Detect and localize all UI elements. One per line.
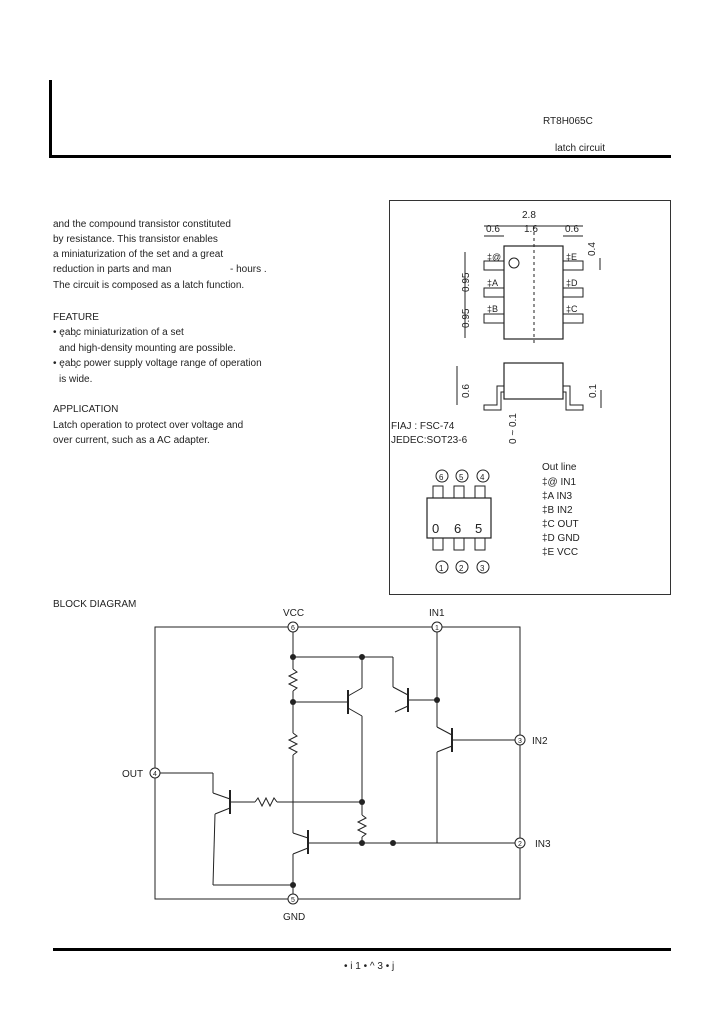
out-label: OUT [122,769,143,780]
lead-left-3 [483,313,505,324]
block-diagram: 6 1 3 2 4 5 VCC IN1 IN2 IN3 OUT GND [122,608,551,923]
resistor [287,668,299,692]
description-line: and the compound transistor constituted [53,219,231,230]
subtitle: latch circuit [555,143,606,154]
outline-pin: ‡B IN2 [542,505,573,516]
marking-char: 6 [454,521,461,536]
footer-rule [53,948,671,951]
description-line: - hours . [230,264,267,275]
application-line: over current, such as a AC adapter. [53,435,210,446]
side-lead-right [563,385,584,411]
in3-pin-number: 2 [518,841,522,848]
dim-standoff: 0 ~ 0.1 [508,413,519,444]
feature-line: is wide. [59,374,93,385]
pin-circle-num: 3 [480,564,485,573]
pin1-marker [508,257,520,269]
side-lead-left [483,385,504,411]
description-line: reduction in parts and man [53,264,172,275]
vcc-label: VCC [283,608,304,619]
outline-pin: ‡A IN3 [542,491,572,502]
out-pin-number: 4 [153,771,157,778]
lead-right-1 [562,260,584,271]
in2-pin [514,734,526,746]
application-line: Latch operation to protect over voltage … [53,420,244,431]
outline-pin: ‡C OUT [542,519,579,530]
pin-circle-num: 4 [480,473,485,482]
dim-left: 0.6 [486,224,500,235]
in3-pin [514,837,526,849]
pin-circle-num: 6 [439,473,444,482]
in3-label: IN3 [535,839,551,850]
feature-heading: FEATURE [53,312,99,323]
pin-label-right-3: ‡C [566,304,578,314]
dim-right: 0.6 [565,224,579,235]
block-frame [154,626,521,900]
package-body-side [503,362,564,400]
feature-line: • ȩab̧c miniaturization of a set [53,327,184,338]
dim-height: 0.6 [461,384,472,398]
pin-circle-num: 5 [459,473,464,482]
dim-total-width: 2.8 [522,210,536,221]
resistor [356,814,368,838]
block-diagram-title: BLOCK DIAGRAM [53,599,137,610]
description-line: a miniaturization of the set and a great [53,249,224,260]
resistor [254,796,278,808]
feature-line: • ȩab̧c power supply voltage range of o… [53,358,262,369]
outline-pin: ‡@ IN1 [542,477,576,488]
in2-pin-number: 3 [518,738,522,745]
dim-lead-thk: 0.1 [588,384,599,398]
package-drawing: 2.8 0.6 1.6 0.6 0.4 0.95 0.95 0.6 0.1 0 … [391,210,602,574]
lead-right-3 [562,313,584,324]
vcc-pin-number: 6 [291,625,295,632]
gnd-label: GND [283,912,305,923]
part-number: RT8H065C [543,116,593,127]
standard-jedec: JEDEC:SOT23-6 [391,435,468,446]
outline-title: Out line [542,462,577,473]
out-pin [149,767,161,779]
dim-center: 1.6 [524,224,538,235]
description-line: The circuit is composed as a latch funct… [53,280,245,291]
marking-char: 0 [432,521,439,536]
pin-label-left-3: ‡B [487,304,498,314]
in2-label: IN2 [532,736,548,747]
outline-pin: ‡D GND [542,533,580,544]
pin-label-right-1: ‡E [566,252,577,262]
feature-line: and high-density mounting are possible. [59,343,236,354]
in1-label: IN1 [429,608,445,619]
resistor [287,732,299,756]
pin-label-left-1: ‡@ [487,252,501,262]
in1-pin [431,621,443,633]
in1-pin-number: 1 [435,625,439,632]
application-heading: APPLICATION [53,404,119,415]
lead-left-2 [483,287,505,298]
pin-label-right-2: ‡D [566,278,578,288]
package-drawing-frame [389,200,671,595]
description-line: by resistance. This transistor enables [53,234,218,245]
outline-pin: ‡E VCC [542,547,578,558]
lead-right-2 [562,287,584,298]
pin-circle-num: 1 [439,564,444,573]
gnd-pin-number: 5 [291,897,295,904]
pin-circle-num: 2 [459,564,464,573]
header-frame-left [49,80,52,158]
vcc-pin [287,621,299,633]
standard-fiaj: FIAJ : FSC-74 [391,421,455,432]
lead-left-1 [483,260,505,271]
dim-right-lead: 0.4 [587,242,598,256]
header-frame-bottom [49,155,671,158]
dim-pitch-top: 0.95 [461,272,472,292]
pin-label-left-2: ‡A [487,278,498,288]
marking-char: 5 [475,521,482,536]
gnd-pin [287,893,299,905]
dim-pitch-bottom: 0.95 [461,308,472,328]
page-number: • i 1 • ^ 3 • j [344,961,395,972]
